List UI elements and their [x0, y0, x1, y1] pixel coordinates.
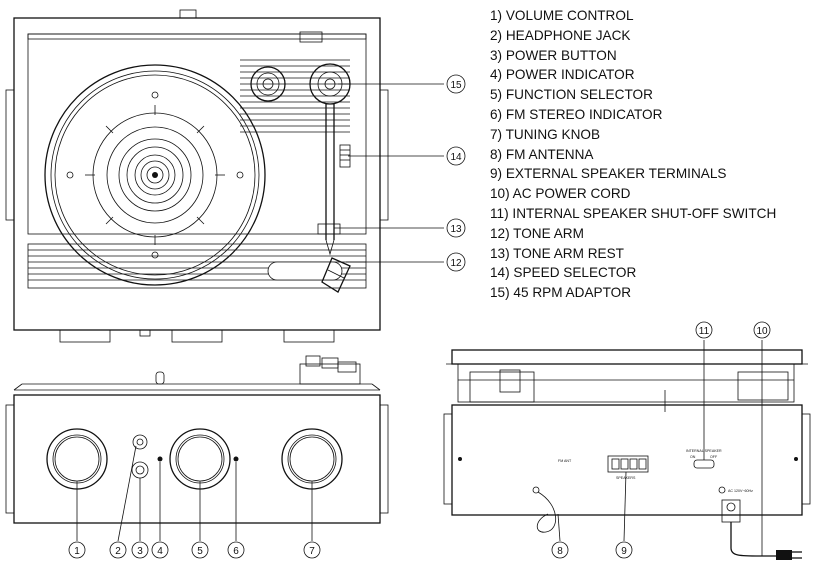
rear-body — [451, 404, 803, 516]
callout-14 — [446, 146, 466, 166]
callout-6-label: 6 — [233, 546, 239, 557]
callout-7 — [303, 541, 321, 559]
left-speaker-side — [5, 89, 15, 221]
callout-3-label: 3 — [137, 546, 143, 557]
callout-10 — [753, 321, 771, 339]
hinge-top — [179, 9, 197, 19]
callout-13-label: 13 — [450, 224, 462, 235]
callout-6 — [227, 541, 245, 559]
top-view-rim — [27, 33, 367, 40]
legend-item-14: 14) SPEED SELECTOR — [490, 265, 637, 281]
callout-4 — [151, 541, 169, 559]
callout-7-label: 7 — [309, 546, 315, 557]
legend-item-11: 11) INTERNAL SPEAKER SHUT-OFF SWITCH — [490, 205, 777, 221]
callout-4-label: 4 — [157, 546, 163, 557]
legend-item-1: 1) VOLUME CONTROL — [490, 8, 634, 23]
callout-12 — [446, 252, 466, 272]
legend-item-9: 9) EXTERNAL SPEAKER TERMINALS — [490, 166, 727, 182]
parts-legend: 1) VOLUME CONTROL 2) HEADPHONE JACK 3) P… — [490, 6, 776, 303]
callout-12-label: 12 — [450, 258, 462, 269]
legend-item-12: 12) TONE ARM — [490, 225, 584, 241]
callout-5 — [191, 541, 209, 559]
callout-1-label: 1 — [74, 546, 80, 557]
hinge-right — [299, 31, 323, 43]
callout-15-label: 15 — [450, 80, 462, 91]
legend-item-15: 15) 45 RPM ADAPTOR — [490, 285, 632, 301]
legend-item-2: 2) HEADPHONE JACK — [490, 27, 631, 43]
rear-view: FM ANT SPEAKERS INTERNAL SPEAKER ON OFF … — [443, 340, 811, 560]
platter — [44, 64, 266, 286]
speaker-shutoff-switch — [693, 459, 715, 469]
callout-8-label: 8 — [557, 546, 563, 557]
callout-8 — [551, 541, 569, 559]
callout-14-label: 14 — [450, 152, 462, 163]
rpm-adaptor — [250, 66, 286, 102]
switch-off-label: OFF — [710, 455, 718, 459]
callout-11 — [695, 321, 713, 339]
callout-13 — [446, 218, 466, 238]
ribbed-band-bottom — [27, 243, 367, 289]
callout-15 — [446, 74, 466, 94]
callout-2 — [109, 541, 127, 559]
fm-ant-label: FM ANT — [558, 459, 572, 463]
right-speaker-side — [379, 89, 389, 221]
callout-9 — [615, 541, 633, 559]
legend-item-8: 8) FM ANTENNA — [490, 146, 594, 162]
legend-item-3: 3) POWER BUTTON — [490, 47, 617, 63]
callout-3 — [131, 541, 149, 559]
legend-item-10: 10) AC POWER CORD — [490, 186, 631, 202]
legend-item-13: 13) TONE ARM REST — [490, 245, 624, 261]
front-view-body — [13, 394, 381, 524]
legend-item-7: 7) TUNING KNOB — [490, 126, 601, 142]
top-view-plinth — [27, 33, 367, 235]
callout-2-label: 2 — [115, 546, 121, 557]
callout-10-label: 10 — [756, 326, 768, 337]
switch-on-label: ON — [690, 455, 696, 459]
legend-item-4: 4) POWER INDICATOR — [490, 67, 635, 83]
top-view — [5, 9, 444, 343]
callout-1 — [68, 541, 86, 559]
rear-lid — [451, 349, 803, 365]
ac-label: AC 120V~60Hz — [728, 489, 753, 493]
top-view-feet — [59, 329, 335, 343]
callout-9-label: 9 — [621, 546, 627, 557]
legend-item-6: 6) FM STEREO INDICATOR — [490, 106, 663, 122]
legend-item-5: 5) FUNCTION SELECTOR — [490, 87, 653, 103]
tone-arm — [309, 63, 351, 293]
speaker-terminals — [607, 455, 649, 473]
callout-5-label: 5 — [197, 546, 203, 557]
front-view — [5, 355, 389, 542]
callout-11-label: 11 — [699, 326, 710, 337]
